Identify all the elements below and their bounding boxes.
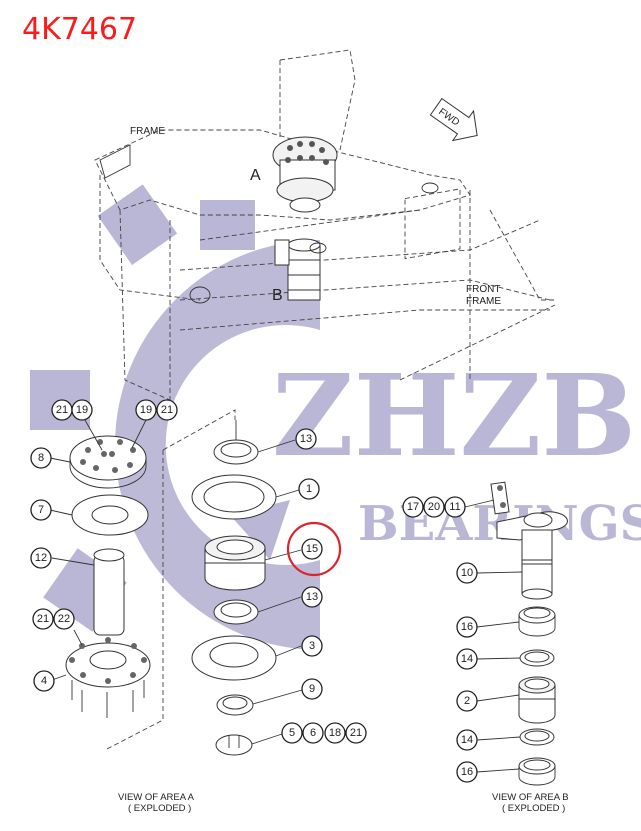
svg-text:16: 16 (461, 621, 473, 633)
svg-text:17: 17 (407, 501, 419, 513)
callout-16[interactable]: 16 (456, 761, 478, 783)
watermark: ZHZB BEARINGS (30, 184, 641, 650)
callout-3[interactable]: 3 (301, 635, 323, 657)
callout-4[interactable]: 4 (33, 670, 55, 692)
part-13-seal-bottom (213, 599, 259, 625)
part-4-flange (65, 637, 151, 718)
arrow-right-icon: FWD (429, 97, 478, 142)
frame-label: FRAME (130, 126, 165, 137)
svg-text:16: 16 (461, 766, 473, 778)
callout-6[interactable]: 6 (302, 722, 324, 744)
svg-text:9: 9 (309, 683, 315, 695)
front-frame-label-line2: FRAME (466, 296, 501, 307)
svg-text:7: 7 (38, 504, 44, 516)
callout-13[interactable]: 13 (301, 586, 323, 608)
svg-text:8: 8 (38, 452, 44, 464)
part-14-seal-bottom (519, 728, 555, 746)
callout-18[interactable]: 18 (324, 722, 346, 744)
view-b-exploded: 17 20 11 10 16 14 2 14 16 VIEW OF AREA B… (402, 481, 569, 814)
callout-17[interactable]: 17 (402, 496, 424, 518)
callout-14[interactable]: 14 (456, 648, 478, 670)
part-13-seal-top (213, 439, 259, 465)
view-a-exploded: 21 19 19 21 8 7 12 21 22 4 13 1 15 13 3 … (30, 399, 367, 814)
callout-21[interactable]: 21 (51, 399, 73, 421)
part-5-plug (215, 734, 253, 756)
part-8-cover-plate (69, 435, 147, 489)
callout-5[interactable]: 5 (281, 722, 303, 744)
svg-text:4: 4 (41, 675, 47, 687)
leader-lines-a (49, 419, 303, 745)
part-11-bracket (490, 481, 510, 515)
callout-22[interactable]: 22 (53, 608, 75, 630)
callout-10[interactable]: 10 (456, 562, 478, 584)
view-b-caption-line1: VIEW OF AREA B (492, 792, 569, 803)
callout-14[interactable]: 14 (456, 729, 478, 751)
callout-19[interactable]: 19 (135, 399, 157, 421)
svg-text:10: 10 (461, 567, 473, 579)
callout-20[interactable]: 20 (423, 496, 445, 518)
watermark-logo-text: ZHZB (272, 351, 636, 482)
part-number-title: 4K7467 (22, 12, 138, 47)
callout-19[interactable]: 19 (71, 399, 93, 421)
overview-machine-frame: FRAME A B FRONT FRAME FWD (94, 49, 556, 401)
swivel-assembly-b (274, 238, 327, 301)
svg-text:14: 14 (461, 734, 473, 746)
svg-text:5: 5 (289, 727, 295, 739)
callout-21[interactable]: 21 (32, 608, 54, 630)
front-frame-label-line1: FRONT (466, 284, 500, 295)
svg-text:19: 19 (140, 404, 152, 416)
svg-text:6: 6 (310, 727, 316, 739)
part-2-bearing (518, 676, 556, 724)
svg-text:18: 18 (329, 727, 341, 739)
callout-1[interactable]: 1 (298, 478, 320, 500)
callout-8[interactable]: 8 (30, 447, 52, 469)
callout-15[interactable]: 15 (301, 538, 323, 560)
callout-2[interactable]: 2 (456, 690, 478, 712)
svg-text:21: 21 (37, 613, 49, 625)
view-a-caption-line1: VIEW OF AREA A (118, 792, 195, 803)
svg-text:15: 15 (306, 543, 318, 555)
swivel-assembly-a (272, 136, 338, 213)
part-7-gasket (71, 494, 149, 536)
callout-21[interactable]: 21 (345, 722, 367, 744)
svg-text:21: 21 (350, 727, 362, 739)
callout-7[interactable]: 7 (30, 499, 52, 521)
callout-11[interactable]: 11 (444, 496, 466, 518)
part-16-bushing-bottom (518, 757, 556, 786)
svg-text:3: 3 (309, 640, 315, 652)
svg-text:2: 2 (464, 695, 470, 707)
area-a-label: A (250, 167, 261, 184)
area-b-label: B (272, 287, 283, 304)
part-10-pin (496, 511, 568, 600)
part-9-seal (216, 694, 254, 716)
part-3-retainer (191, 635, 277, 681)
svg-text:12: 12 (35, 552, 47, 564)
part-15-bearing (204, 535, 266, 591)
highlight-circle (286, 521, 342, 577)
part-16-bushing-top (518, 606, 556, 637)
svg-text:20: 20 (428, 501, 440, 513)
part-12-shaft (93, 548, 125, 636)
view-b-caption-line2: ( EXPLODED ) (502, 803, 565, 814)
callout-21[interactable]: 21 (156, 399, 178, 421)
svg-text:13: 13 (300, 433, 312, 445)
part-1-gasket (191, 474, 277, 520)
svg-text:13: 13 (306, 591, 318, 603)
svg-text:21: 21 (161, 404, 173, 416)
svg-text:14: 14 (461, 653, 473, 665)
callout-16[interactable]: 16 (456, 616, 478, 638)
callout-13[interactable]: 13 (295, 428, 317, 450)
svg-text:1: 1 (306, 483, 312, 495)
part-14-seal-top (519, 649, 555, 667)
svg-text:21: 21 (56, 404, 68, 416)
svg-text:11: 11 (449, 501, 460, 513)
leader-lines-b (464, 499, 523, 773)
callout-9[interactable]: 9 (301, 678, 323, 700)
callout-12[interactable]: 12 (30, 547, 52, 569)
svg-text:19: 19 (76, 404, 88, 416)
svg-text:22: 22 (58, 613, 70, 625)
view-a-caption-line2: ( EXPLODED ) (128, 803, 191, 814)
